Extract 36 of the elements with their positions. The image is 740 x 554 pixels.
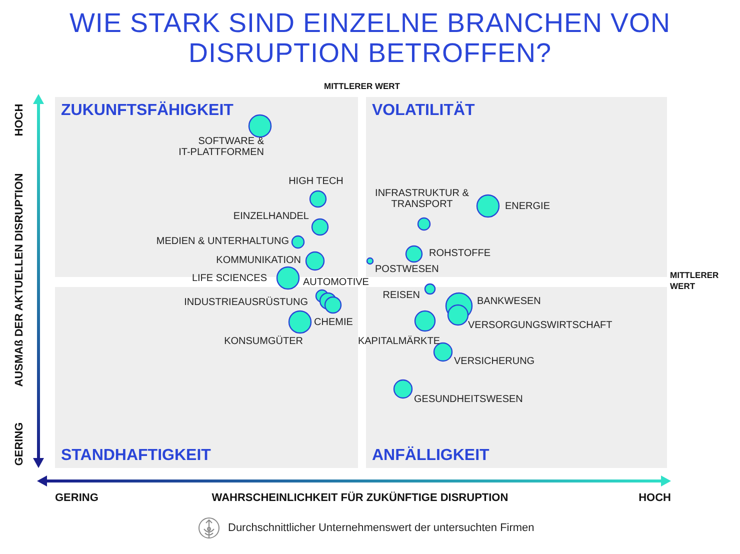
- axis-label: HOCH: [638, 493, 671, 504]
- industry-label: HIGH TECH: [288, 176, 344, 187]
- industry-label: KAPITALMÄRKTE: [358, 336, 440, 347]
- axis-label: HOCH: [14, 104, 26, 136]
- quadrant-panel: [55, 287, 358, 468]
- axis-label: GERING: [14, 422, 26, 466]
- industry-label: VERSORGUNGSWIRTSCHAFT: [468, 320, 612, 331]
- industry-label: INFRASTRUKTUR & TRANSPORT: [374, 188, 470, 210]
- quadrant-title: ANFÄLLIGKEIT: [372, 447, 490, 465]
- industry-label: VERSICHERUNG: [454, 356, 535, 367]
- quadrant-title: ZUKUNFTSFÄHIGKEIT: [61, 102, 234, 120]
- industry-label: AUTOMOTIVE: [303, 277, 369, 288]
- industry-label: POSTWESEN: [375, 264, 439, 275]
- industry-label: BANKWESEN: [477, 296, 541, 307]
- axis-label: AUSMAß DER AKTUELLEN DISRUPTION: [14, 173, 26, 387]
- midpoint-label: MITTLERER WERT: [670, 270, 720, 292]
- industry-label: CHEMIE: [314, 317, 353, 328]
- industry-label: ENERGIE: [505, 201, 550, 212]
- industry-label: INDUSTRIEAUSRÜSTUNG: [184, 297, 308, 308]
- axis-label: GERING: [55, 493, 98, 504]
- axis-label: WAHRSCHEINLICHKEIT FÜR ZUKÜNFTIGE DISRUPTION: [212, 493, 508, 504]
- industry-label: SOFTWARE & IT-PLATTFORMEN: [178, 136, 264, 158]
- chart-title: WIE STARK SIND EINZELNE BRANCHEN VON DISRUPTION BETROFFEN?: [68, 8, 672, 68]
- industry-label: KOMMUNIKATION: [216, 255, 301, 266]
- industry-label: EINZELHANDEL: [233, 211, 309, 222]
- industry-label: REISEN: [382, 290, 420, 301]
- industry-label: MEDIEN & UNTERHALTUNG: [156, 236, 289, 247]
- legend-text: Durchschnittlicher Unternehmenswert der untersuchten Firmen: [228, 522, 534, 534]
- midpoint-label: MITTLERER WERT: [324, 81, 400, 92]
- quadrant-title: VOLATILITÄT: [372, 102, 475, 120]
- industry-label: GESUNDHEITSWESEN: [414, 394, 523, 405]
- industry-label: KONSUMGÜTER: [224, 336, 303, 347]
- quadrant-title: STANDHAFTIGKEIT: [61, 447, 211, 465]
- industry-label: LIFE SCIENCES: [192, 273, 267, 284]
- quadrant-panel: [366, 97, 667, 277]
- industry-label: ROHSTOFFE: [429, 248, 490, 259]
